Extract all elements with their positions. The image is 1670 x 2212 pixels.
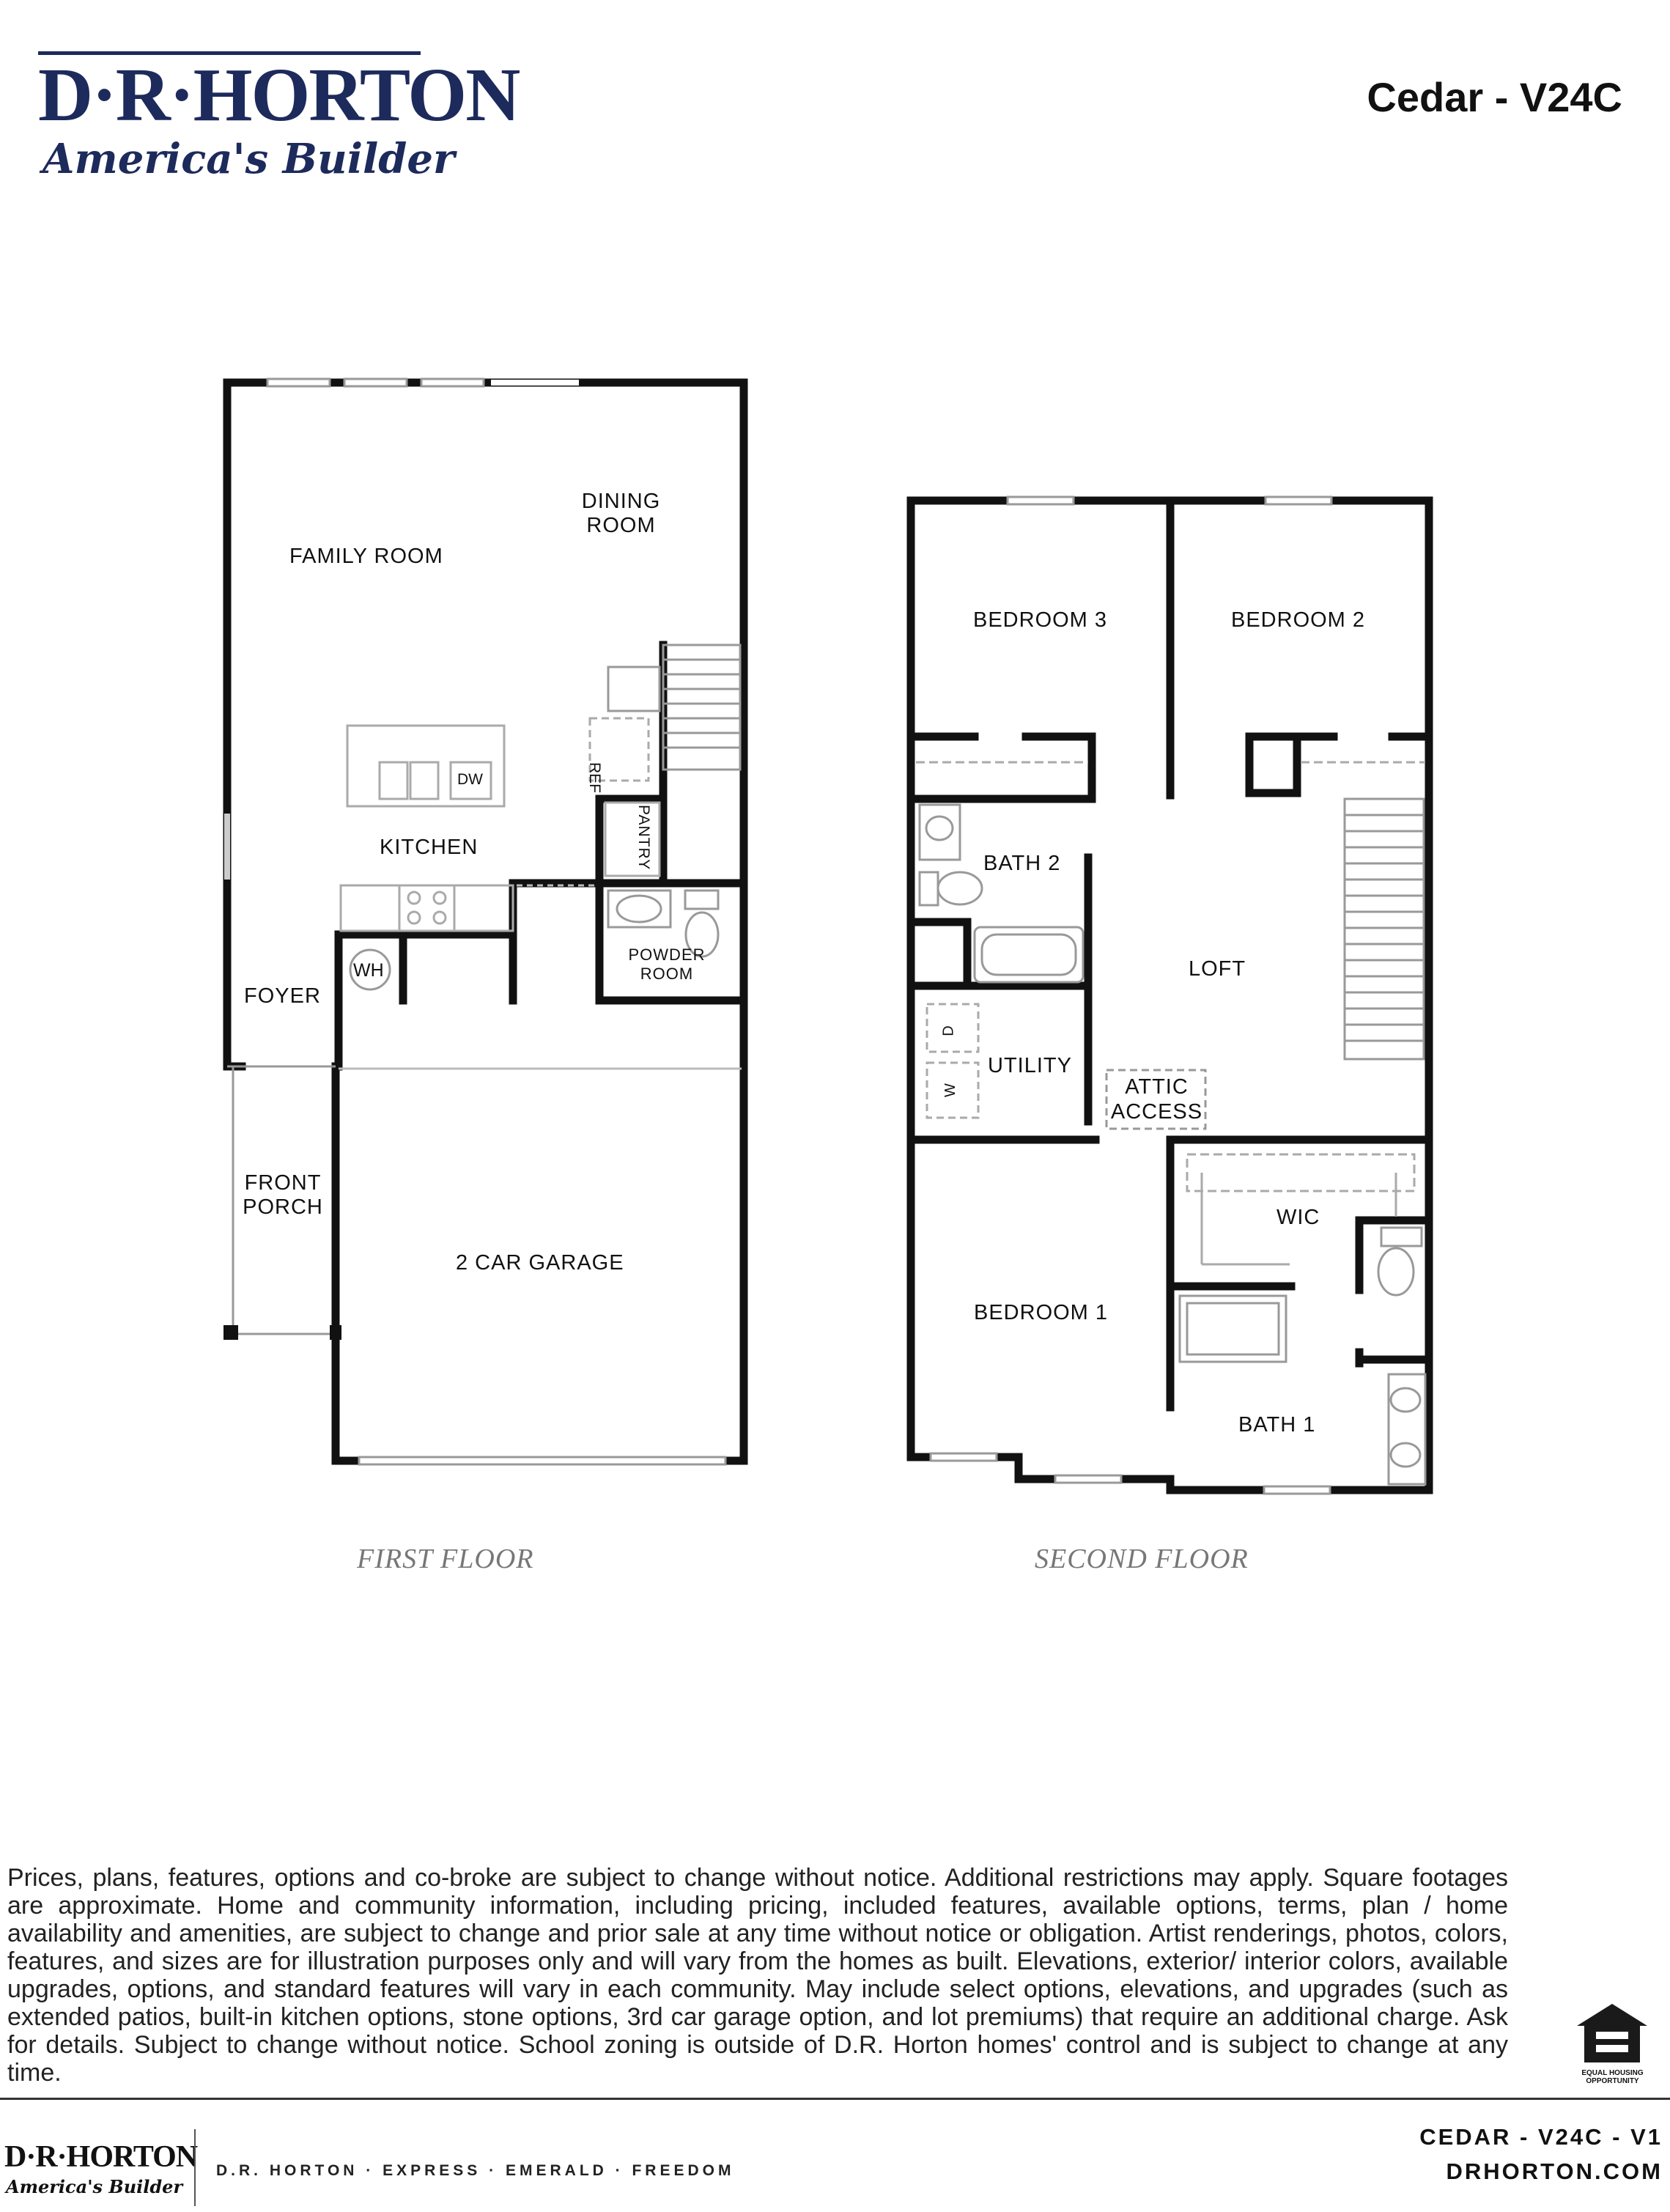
first-floor-plan: [223, 377, 748, 1466]
washer-dryer-spaces: [925, 1003, 980, 1119]
attic-line1: ATTIC: [1125, 1075, 1189, 1099]
second-floor-plan: [906, 495, 1433, 1495]
room-label-wic: WIC: [1276, 1206, 1320, 1229]
kitchen-counter: [339, 884, 514, 932]
footer-logo-wordmark: D·R·HORTON: [4, 2140, 198, 2174]
footer-brand-list: D.R. HORTON · EXPRESS · EMERALD · FREEDO…: [216, 2162, 735, 2179]
room-label-bedroom2: BEDROOM 2: [1231, 608, 1366, 632]
powder-line1: POWDER: [628, 945, 706, 964]
room-label-pantry: PANTRY: [635, 805, 652, 871]
porch-line1: FRONT: [244, 1171, 322, 1195]
powder-room-fixtures: [607, 889, 720, 958]
refrigerator-space: [588, 717, 650, 782]
porch-post: [223, 1325, 238, 1340]
footer-vertical-rule: [194, 2129, 196, 2206]
dining-line2: ROOM: [586, 514, 656, 537]
logo-top-rule: [38, 51, 421, 55]
room-label-garage: 2 CAR GARAGE: [456, 1251, 624, 1275]
room-label-utility: UTILITY: [988, 1054, 1072, 1077]
room-label-front-porch: FRONT PORCH: [242, 1171, 324, 1220]
room-label-bedroom1: BEDROOM 1: [974, 1301, 1109, 1324]
first-floor-label: FIRST FLOOR: [357, 1544, 534, 1574]
second-floor-walls: [906, 496, 1433, 1494]
appliance-label-water-heater: WH: [353, 960, 384, 981]
plan-title: Cedar - V24C: [1367, 74, 1622, 120]
first-floor-windows: [266, 377, 727, 1466]
logo-wordmark: D·R·HORTON: [38, 53, 520, 137]
appliance-label-washer: W: [942, 1083, 958, 1097]
room-label-loft: LOFT: [1189, 957, 1246, 981]
equal-housing-line1: EQUAL HOUSING: [1581, 2069, 1644, 2077]
room-label-bath1: BATH 1: [1238, 1413, 1316, 1437]
first-floor-stairs: [607, 644, 742, 771]
pantry-shelving: [604, 801, 661, 877]
dining-line1: DINING: [581, 490, 661, 513]
footer-plan-code: CEDAR - V24C - V1: [1419, 2124, 1663, 2150]
appliance-label-refrigerator: REF: [586, 762, 603, 793]
second-floor-label: SECOND FLOOR: [1035, 1544, 1249, 1574]
logo-tagline: America's Builder: [43, 135, 455, 183]
porch-post: [330, 1325, 341, 1340]
water-heater-outline: [349, 948, 391, 991]
room-label-bath2: BATH 2: [983, 852, 1061, 875]
equal-housing-logo: EQUAL HOUSING OPPORTUNITY: [1574, 2001, 1651, 2085]
legal-disclaimer: Prices, plans, features, options and co-…: [7, 1864, 1508, 2087]
footer-divider: [0, 2098, 1670, 2100]
bath2-fixtures: [918, 803, 1085, 984]
room-label-bedroom3: BEDROOM 3: [973, 608, 1108, 632]
closet-shelves: [916, 761, 1425, 1192]
floor-plan-drawing: [223, 377, 1433, 1495]
footer-logo-tagline: America's Builder: [6, 2176, 183, 2197]
wic-shelving: [1200, 1173, 1397, 1266]
appliance-label-dishwasher: DW: [457, 771, 483, 788]
second-floor-stairs: [1343, 797, 1425, 1061]
equal-housing-line2: OPPORTUNITY: [1586, 2077, 1639, 2085]
room-label-attic-access: ATTIC ACCESS: [1108, 1074, 1205, 1124]
front-porch-outline: [227, 1065, 336, 1335]
room-label-dining-room: DINING ROOM: [572, 490, 670, 538]
room-label-family-room: FAMILY ROOM: [289, 545, 443, 568]
bath1-fixtures: [1178, 1226, 1427, 1486]
attic-line2: ACCESS: [1110, 1100, 1203, 1124]
kitchen-island: [346, 724, 506, 808]
room-label-foyer: FOYER: [244, 984, 321, 1008]
second-floor-windows: [929, 495, 1333, 1495]
room-label-powder-room: POWDER ROOM: [623, 945, 711, 984]
footer-website[interactable]: DRHORTON.COM: [1446, 2158, 1663, 2184]
equal-housing-icon: [1577, 2004, 1647, 2062]
porch-line2: PORCH: [243, 1195, 323, 1219]
room-label-kitchen: KITCHEN: [380, 836, 479, 859]
footer-logo: D·R·HORTON America's Builder: [4, 2140, 198, 2206]
brand-logo: D·R·HORTON America's Builder: [38, 44, 520, 191]
powder-line2: ROOM: [640, 965, 694, 983]
appliance-label-dryer: D: [940, 1025, 957, 1036]
attic-access-outline: [1105, 1069, 1207, 1130]
